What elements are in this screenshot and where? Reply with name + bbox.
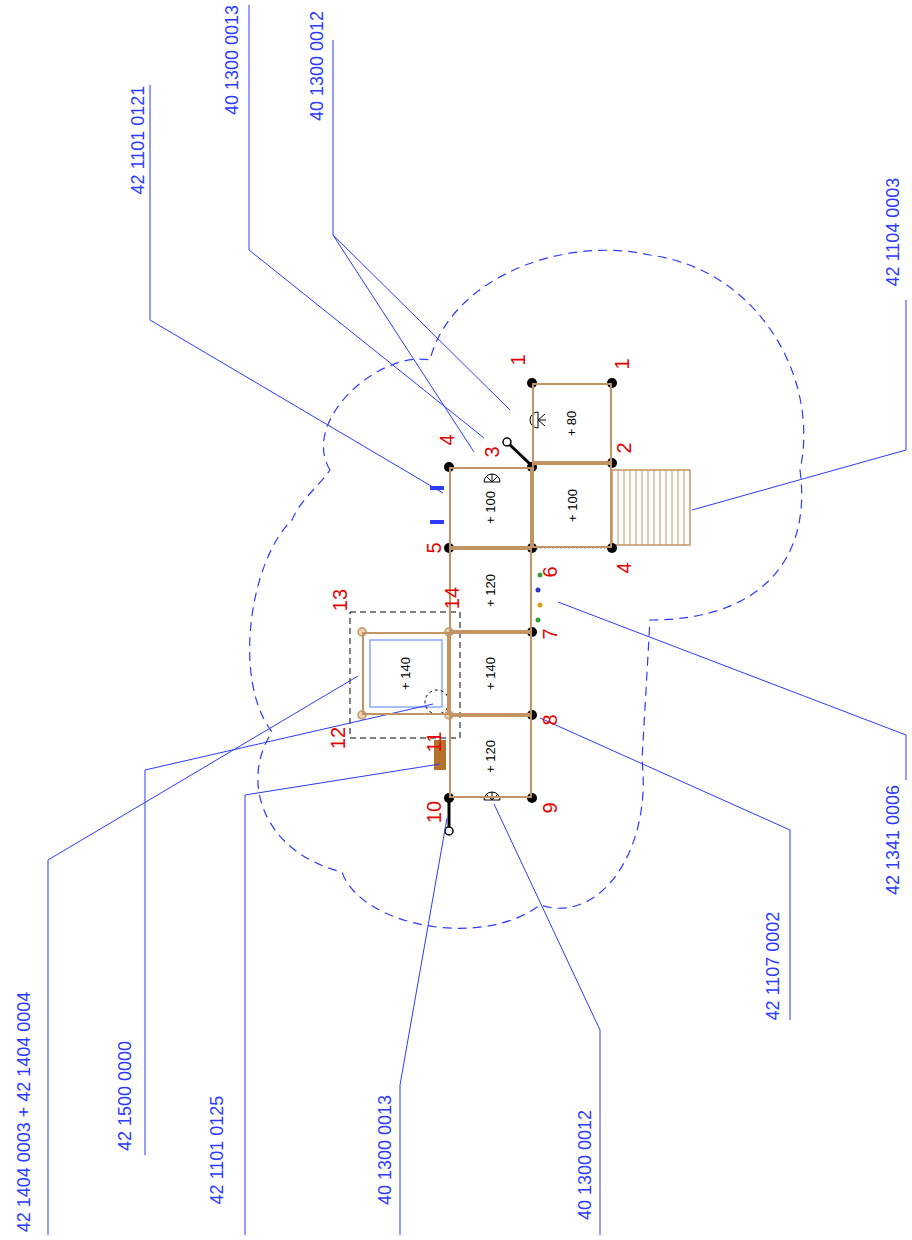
post-number: 1 (508, 354, 528, 365)
post-number: 7 (540, 628, 560, 639)
part-number: 42 1101 0125 (208, 1096, 226, 1205)
part-number: 40 1300 0012 (308, 11, 326, 121)
posts (444, 378, 617, 803)
tower-posts (358, 628, 453, 719)
post-number: 10 (424, 801, 444, 823)
post-number: 6 (540, 566, 560, 577)
safety-zone (250, 250, 804, 928)
post-number: 8 (540, 714, 560, 725)
post-number: 13 (330, 589, 350, 611)
part-number: 42 1107 0002 (764, 912, 782, 1021)
post-number: 12 (328, 727, 348, 749)
platform-box: + 140 (449, 632, 532, 715)
post-number: 3 (482, 446, 502, 457)
platform-box: + 100 (449, 467, 532, 548)
height-label: + 140 (483, 657, 498, 690)
stairs (612, 470, 690, 545)
part-number: 42 1341 0006 (884, 785, 902, 895)
height-label: + 100 (483, 491, 498, 524)
tower-inner (370, 640, 442, 707)
height-label: + 100 (565, 489, 580, 522)
platform-box: + 140 (362, 632, 449, 715)
part-number: 42 1101 0121 (129, 86, 147, 195)
part-number: 40 1300 0012 (576, 1110, 594, 1220)
height-label: + 80 (564, 410, 579, 436)
leader-lines (48, 5, 906, 1235)
post-number: 4 (437, 434, 457, 445)
post-number: 9 (540, 802, 560, 813)
post-number: 5 (424, 542, 444, 553)
pole-opening (425, 690, 449, 714)
platform-box: + 80 (532, 383, 612, 463)
slides (445, 438, 530, 835)
post-number: 14 (442, 587, 462, 609)
post-number: 11 (424, 732, 444, 753)
height-label: + 120 (483, 740, 498, 773)
part-number: 42 1104 0003 (884, 178, 902, 287)
post-number: 1 (612, 358, 632, 369)
part-number: 40 1300 0013 (376, 1095, 394, 1205)
height-label: + 140 (398, 657, 413, 690)
post-number: 2 (614, 442, 634, 453)
shell-icons (484, 412, 546, 800)
fittings (430, 486, 609, 770)
part-number: 40 1300 0013 (223, 5, 241, 115)
height-label: + 120 (483, 574, 498, 607)
part-number: 42 1404 0003 + 42 1404 0004 (15, 992, 33, 1233)
post-number: 4 (614, 562, 634, 573)
platform-box: + 100 (532, 463, 612, 548)
part-number: 42 1500 0000 (116, 1041, 134, 1151)
platform-box: + 120 (449, 715, 532, 798)
